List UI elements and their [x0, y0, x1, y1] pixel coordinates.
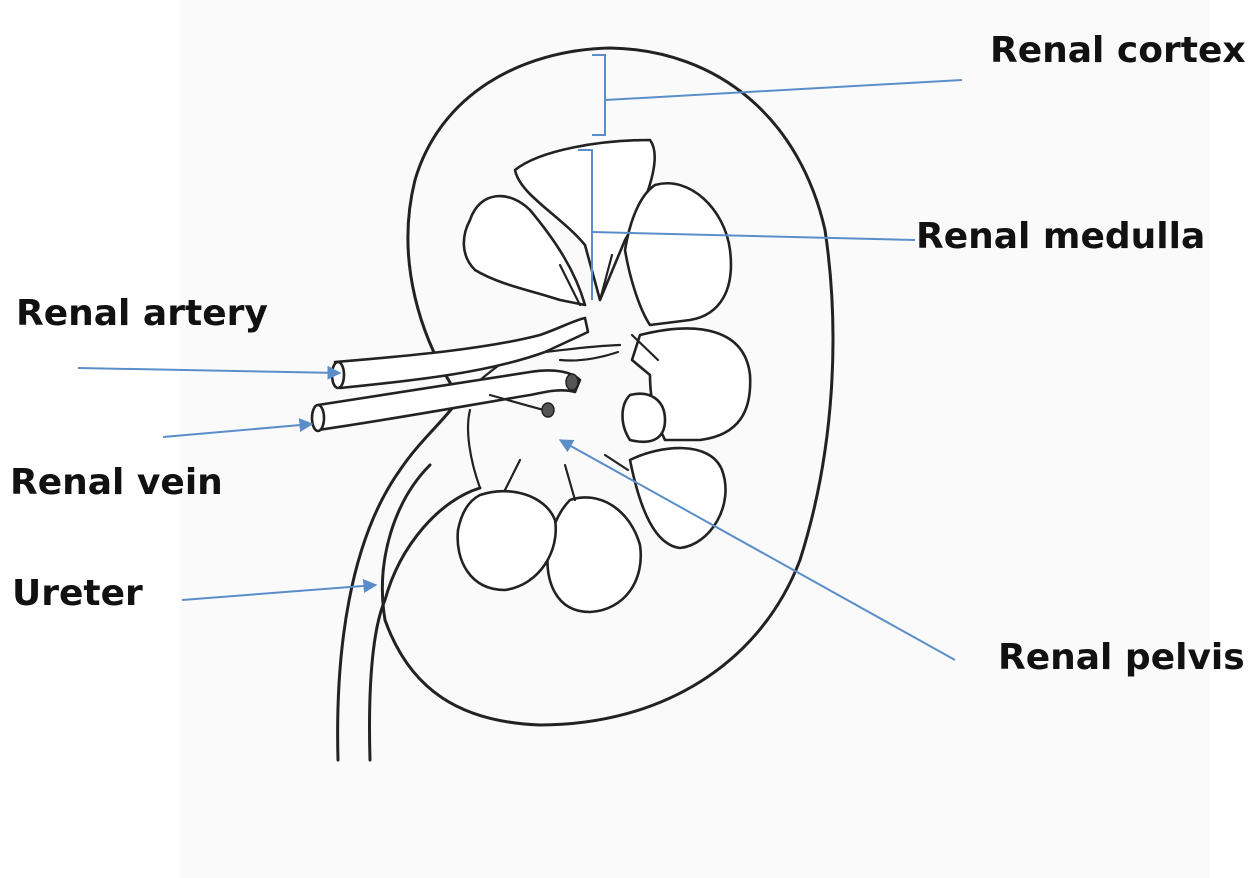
vessel-branch-end: [566, 374, 578, 390]
label-ureter: Ureter: [12, 576, 143, 612]
renal-vein-opening: [312, 405, 324, 431]
renal-artery-opening: [332, 362, 344, 388]
vessel-branch-end: [542, 403, 554, 417]
label-renal-artery: Renal artery: [16, 296, 268, 332]
label-renal-vein: Renal vein: [10, 465, 223, 501]
label-renal-medulla: Renal medulla: [916, 219, 1205, 255]
label-renal-pelvis: Renal pelvis: [998, 640, 1245, 676]
medullary-pyramid: [623, 394, 666, 442]
label-renal-cortex: Renal cortex: [990, 33, 1246, 69]
